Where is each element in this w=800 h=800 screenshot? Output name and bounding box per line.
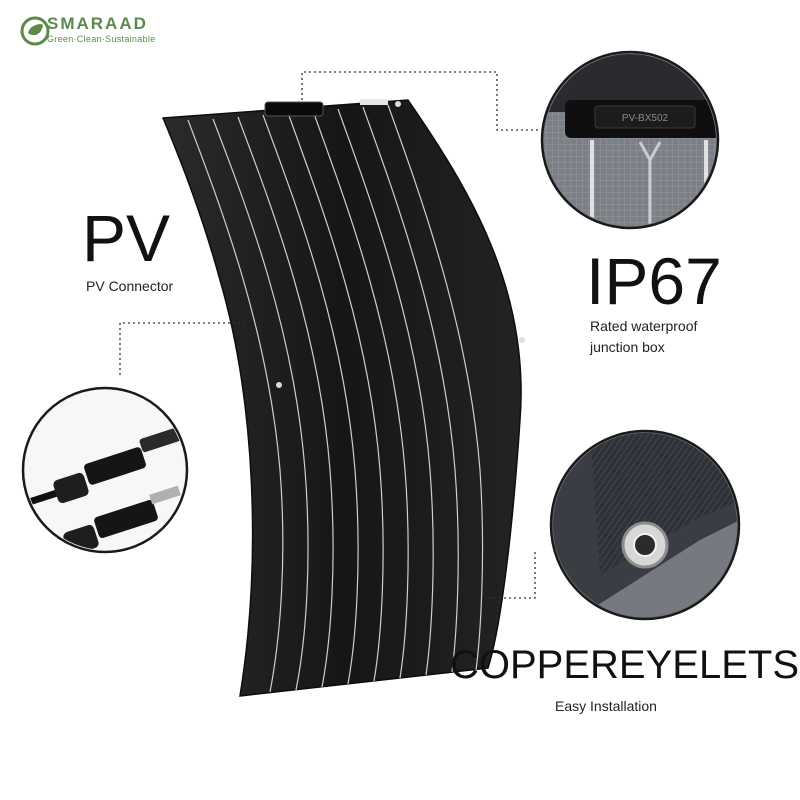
- ip67-subtitle-line2: junction box: [590, 339, 665, 355]
- ip67-subtitle: Rated waterproof junction box: [590, 316, 697, 358]
- ip67-subtitle-line1: Rated waterproof: [590, 318, 698, 334]
- brand-name: SMARAAD: [47, 14, 148, 33]
- pv-subtitle: PV Connector: [86, 278, 174, 294]
- pv-connector-image: [21, 386, 189, 554]
- eyelets-subtitle: Easy Installation: [555, 698, 657, 714]
- copper-eyelet-image: [549, 429, 741, 621]
- pv-title: PV: [82, 201, 171, 275]
- brand-tagline: Green·Clean·Sustainable: [47, 34, 156, 44]
- solar-panel: [161, 99, 525, 697]
- leader-lines: [119, 71, 540, 599]
- junction-box-label: PV-BX502: [622, 113, 669, 124]
- junction-box-image: [540, 50, 720, 230]
- leaf-logo-icon: [20, 16, 50, 46]
- ip67-title: IP67: [586, 244, 722, 318]
- brand-logo: [18, 12, 188, 52]
- eyelets-title: COPPEREYELETS: [450, 643, 800, 687]
